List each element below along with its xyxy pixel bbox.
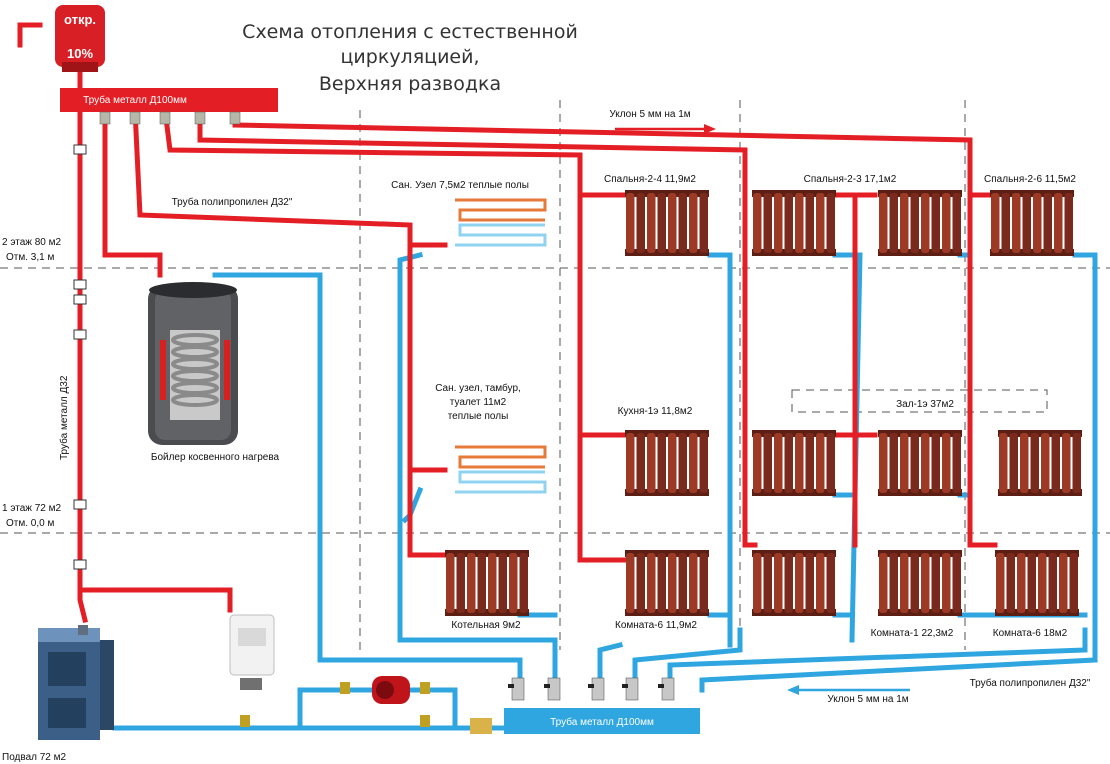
title-line2: циркуляцией, [341,46,480,68]
slope-bottom-label: Уклон 5 мм на 1м [827,694,908,705]
room-label-room6b: Комната-6 18м2 [993,628,1068,639]
room-label-bedroom-24: Спальня-2-4 11,9м2 [604,174,696,185]
floor-heating-upper-label: Сан. Узел 7,5м2 теплые полы [391,180,529,191]
radiator-bedroom-23-a [752,190,836,256]
top-manifold: Труба металл Д100мм [60,88,278,125]
radiator-room1-b [878,550,962,616]
riser-label: Труба металл Д32 [58,375,70,460]
radiator-kitchen [625,430,709,496]
floor-heating-lower-line1: Сан. узел, тамбур, [435,382,521,394]
floor-divider-lines [0,100,1110,650]
boiler-label: Бойлер косвенного нагрева [151,452,280,463]
floor2-area-label: 2 этаж 80 м2 [2,237,61,248]
radiator-hall-c [998,430,1082,496]
room-label-bedroom-26: Спальня-2-6 11,5м2 [984,174,1076,185]
radiator-bedroom-26 [990,190,1074,256]
title-line1: Схема отопления с естественной [242,21,578,43]
radiator-boiler-room [445,550,529,616]
room-label-bedroom-23: Спальня-2-3 17,1м2 [804,174,897,185]
floor-heating-lower-line3: теплые полы [448,411,509,422]
room-label-hall: Зал-1э 37м2 [896,399,954,410]
slope-top-label: Уклон 5 мм на 1м [609,109,690,120]
solid-fuel-boiler [38,625,114,740]
radiator-room1-a [752,550,836,616]
page-title: Схема отопления с естественной циркуляци… [242,21,578,95]
tank-label-percent: 10% [67,46,93,61]
floor1-area-label: 1 этаж 72 м2 [2,503,61,514]
floor-heating-lower-line2: туалет 11м2 [450,397,507,408]
basement-label: Подвал 72 м2 [2,752,67,763]
bottom-manifold: Труба металл Д100мм [504,677,700,734]
title-line3: Верхняя разводка [319,73,501,95]
radiator-room6a [625,550,709,616]
radiator-bedroom-23-b [878,190,962,256]
radiator-bedroom-24 [625,190,709,256]
top-manifold-label: Труба металл Д100мм [83,94,187,106]
riser-fittings [73,144,87,570]
floor1-mark-label: Отм. 0,0 м [6,518,54,529]
radiator-hall-b [878,430,962,496]
tank-label-open: откр. [64,12,96,27]
floor-heating-upper [452,198,552,248]
indirect-boiler: Бойлер косвенного нагрева [148,282,280,463]
pump-group [240,676,492,734]
return-pipes [112,251,1098,731]
supply-pipes [17,22,998,624]
radiator-room6b [995,550,1079,616]
room-label-room6a: Комната-6 11,9м2 [615,620,697,631]
radiators [445,190,1082,616]
polypropylene-return-label: Труба полипропилен Д32" [970,677,1091,689]
floor2-mark-label: Отм. 3,1 м [6,252,54,263]
expansion-tank: откр. 10% [55,5,105,72]
polypropylene-top-label: Труба полипропилен Д32" [172,196,293,208]
room-label-boiler-room: Котельная 9м2 [451,620,521,631]
gas-boiler [229,614,275,690]
room-label-room1: Комната-1 22,3м2 [871,628,954,639]
room-label-kitchen: Кухня-1э 11,8м2 [618,406,693,417]
slope-arrows [615,124,910,695]
radiator-hall-a [752,430,836,496]
bottom-manifold-label: Труба металл Д100мм [550,716,654,728]
floor-heating-lower [452,445,552,495]
